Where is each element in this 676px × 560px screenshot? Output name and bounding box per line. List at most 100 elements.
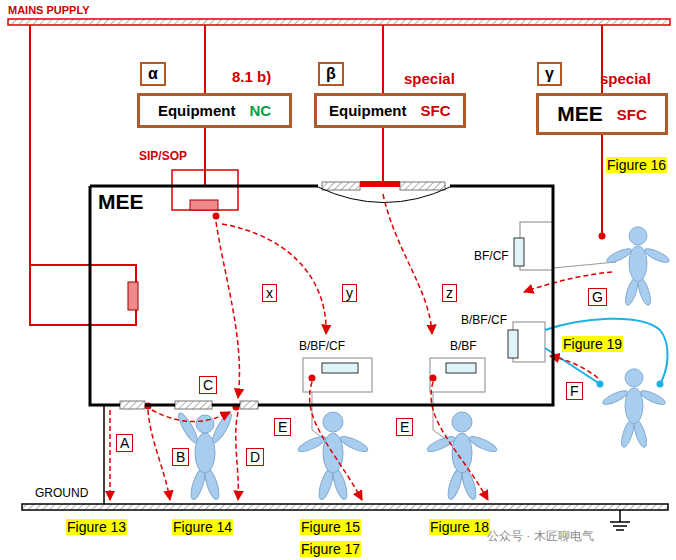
persons (176, 227, 671, 501)
mee-enclosure: MEE (90, 186, 553, 405)
enclosure-insulation-part (400, 182, 445, 190)
leakage-current-arrows-part (431, 382, 488, 500)
enclosure-insulation-part (175, 401, 212, 409)
persons-part (605, 227, 671, 307)
node-text: NC (249, 102, 271, 119)
applied-parts (303, 222, 616, 442)
watermark: 公众号 · 木匠聊电气 (487, 530, 594, 544)
ground-label: GROUND (34, 487, 89, 501)
figure-ref: Figure 19 (562, 336, 623, 352)
node-text: Equipment (158, 102, 236, 119)
mee-outline-segment (145, 404, 175, 407)
patient-wiring-part (545, 319, 668, 384)
mains-bus-part (205, 25, 602, 93)
leakage-current-arrows-part (216, 222, 239, 398)
applied-parts-part (322, 363, 358, 373)
node-text: SFC (421, 102, 451, 119)
leakage-current-arrows-part (310, 382, 362, 500)
equipment-box: Equipment SFC (314, 93, 466, 128)
leakage-current-arrows-part (222, 224, 326, 334)
mains-bus-part (8, 19, 670, 25)
mains-bus (8, 19, 670, 325)
leakage-current-arrows-part (152, 410, 230, 422)
figure-ref: Figure 17 (300, 541, 361, 557)
enclosure-insulation-part (360, 181, 400, 187)
persons-part (297, 412, 370, 501)
applied-parts-part (514, 238, 524, 266)
leakage-current-arrows-part (236, 412, 239, 500)
enclosure-insulation-part (120, 401, 145, 409)
callout-letter: E (274, 418, 291, 436)
persons-part (426, 412, 499, 501)
callout-letter: C (199, 376, 217, 394)
leakage-current-arrows-part (383, 194, 432, 334)
enclosure-insulation (120, 181, 450, 411)
node-text: MEE (98, 190, 144, 214)
applied-part-label: B/BF/CF (298, 340, 346, 354)
leakage-current-arrows-part (550, 356, 598, 378)
mee-box: MEE SFC (536, 93, 668, 135)
enclosure-insulation-part (322, 182, 360, 190)
applied-parts-part (430, 375, 437, 382)
mains-bus-part (128, 282, 138, 310)
mee-outline (90, 186, 553, 405)
applied-part-label: B/BF (449, 340, 478, 354)
applied-parts-part (303, 358, 372, 392)
enclosure-insulation-part (318, 187, 450, 203)
node-text: Equipment (329, 102, 407, 119)
supply-wire (382, 128, 384, 186)
callout-letter: A (116, 434, 133, 452)
supply-wire (204, 128, 206, 186)
applied-parts-part (430, 358, 485, 392)
figure-ref: Figure 15 (300, 519, 361, 535)
mains-bus-part (30, 25, 136, 325)
callout-letter: E (396, 418, 413, 436)
applied-part-label: BF/CF (473, 250, 510, 264)
patient-wiring-part (599, 233, 606, 240)
mee-outline-segment (90, 185, 318, 188)
callout-letter: G (588, 288, 607, 306)
applied-parts-part (309, 375, 316, 382)
callout-letter: β (318, 62, 344, 86)
callout-letter: α (140, 62, 166, 86)
mee-outline-segment (212, 404, 240, 407)
enclosure-insulation-part (240, 401, 258, 409)
patient-wiring-part (601, 128, 603, 236)
callout-letter: B (172, 448, 189, 466)
leakage-current-arrows (110, 194, 612, 500)
applied-parts-part (508, 330, 518, 358)
figure-ref: Figure 16 (606, 157, 667, 173)
applied-part-label: B/BF/CF (460, 314, 508, 328)
sip-sop-port-part (213, 213, 220, 220)
figure-ref: Figure 18 (429, 519, 490, 535)
figure-ref: Figure 13 (66, 519, 127, 535)
patient-wiring-part (657, 381, 664, 388)
patient-wiring-part (597, 381, 604, 388)
ground-bus (22, 405, 668, 530)
patient-wiring (545, 128, 668, 388)
clause-ref: 8.1 b) (232, 68, 271, 85)
applied-parts-part (312, 392, 325, 440)
callout-letter: D (246, 448, 264, 466)
note-label: special (600, 70, 651, 87)
callout-letter: z (442, 284, 457, 302)
ground-bus-part (103, 405, 105, 504)
callout-letter: γ (537, 62, 562, 86)
port-label: SIP/SOP (138, 150, 188, 164)
ground-bus-part (22, 504, 668, 510)
applied-parts-part (446, 363, 476, 373)
figure-ref: Figure 14 (172, 519, 233, 535)
applied-parts-part (553, 262, 616, 268)
callout-letter: x (262, 284, 277, 302)
leakage-current-arrows-part (109, 410, 111, 500)
equipment-box: Equipment NC (137, 93, 292, 128)
node-text: MEE (557, 102, 603, 126)
sip-sop-port-part (190, 200, 218, 210)
leakage-current-arrows-part (148, 410, 170, 500)
supply-label: MAINS PUPPLY (8, 4, 90, 17)
callout-letter: y (342, 284, 357, 302)
mee-outline-segment (258, 186, 553, 405)
mee-outline-segment (90, 186, 120, 405)
node-text: SFC (617, 106, 647, 123)
